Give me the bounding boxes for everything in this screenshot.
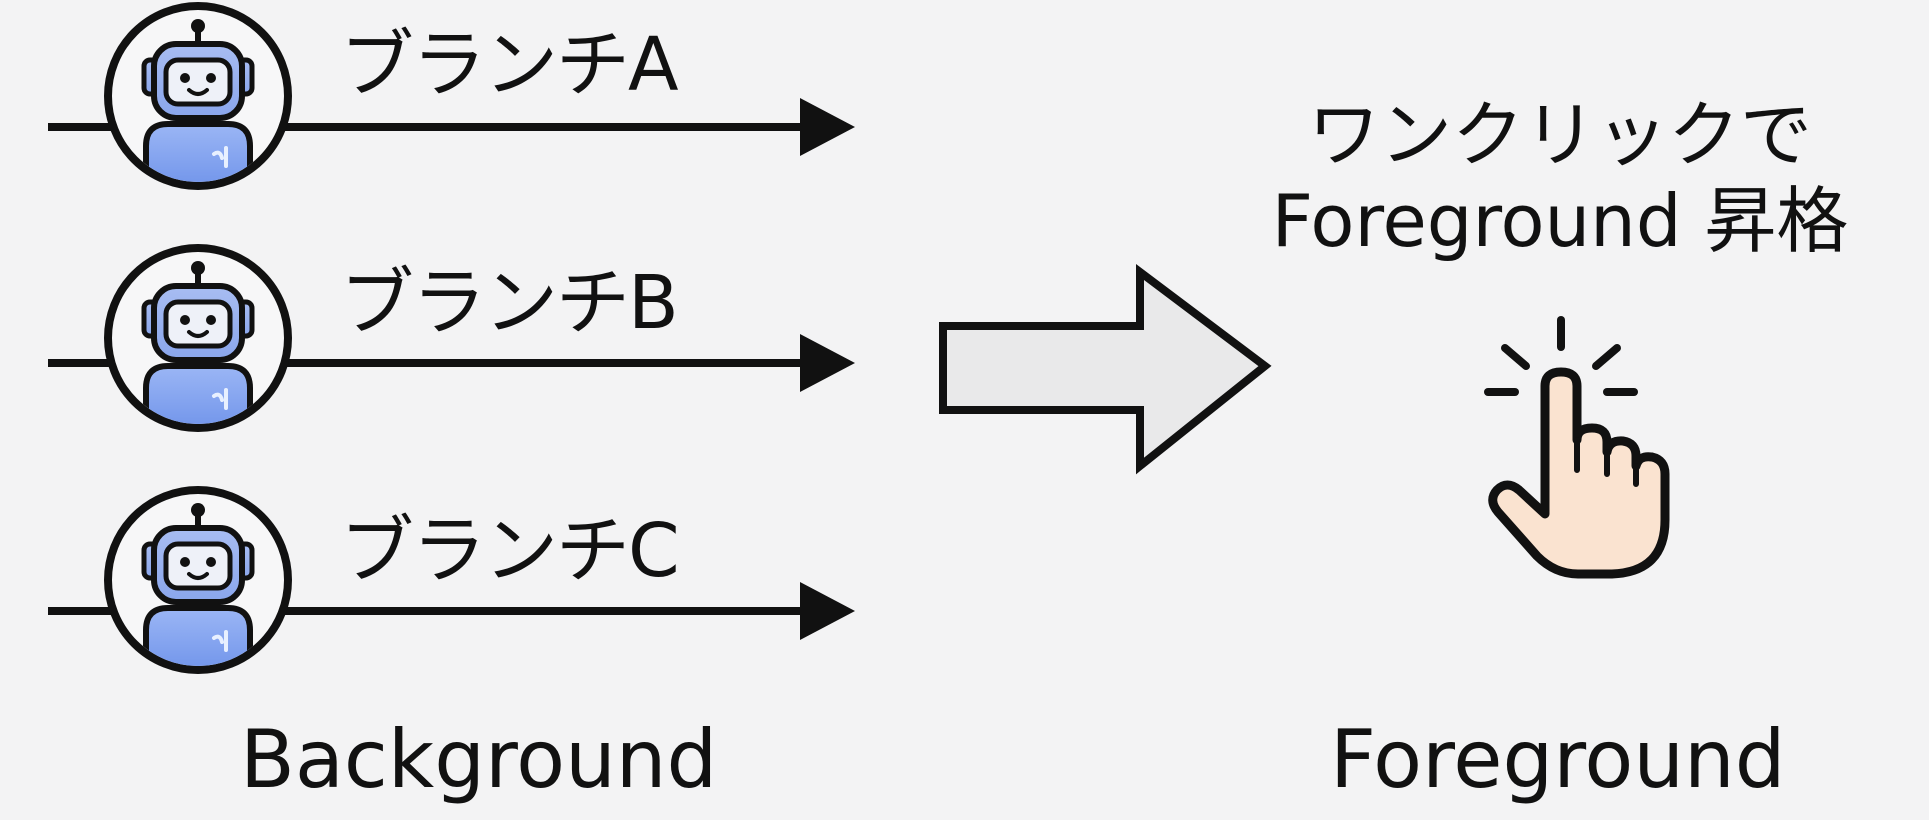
branch-b-arrowhead [800, 334, 855, 392]
branch-c [48, 490, 855, 675]
robot-icon [108, 248, 288, 433]
branch-c-label: ブランチC [340, 508, 680, 594]
robot-icon [108, 490, 288, 675]
promotion-line-2: Foreground 昇格 [1271, 179, 1849, 264]
robot-icon [108, 6, 288, 191]
branch-a-arrowhead [800, 98, 855, 156]
branch-a-label: ブランチA [340, 22, 679, 108]
branch-c-arrowhead [800, 582, 855, 640]
branch-b [48, 248, 855, 433]
branch-b-label: ブランチB [340, 260, 679, 346]
branch-a [48, 6, 855, 191]
background-caption: Background [240, 713, 718, 806]
tap-hand-icon [1484, 316, 1670, 579]
foreground-caption: Foreground [1330, 713, 1786, 806]
promotion-title: ワンクリックで Foreground 昇格 [1230, 92, 1890, 265]
promotion-line-1: ワンクリックで [1307, 93, 1812, 177]
big-right-arrow-icon [939, 263, 1272, 475]
